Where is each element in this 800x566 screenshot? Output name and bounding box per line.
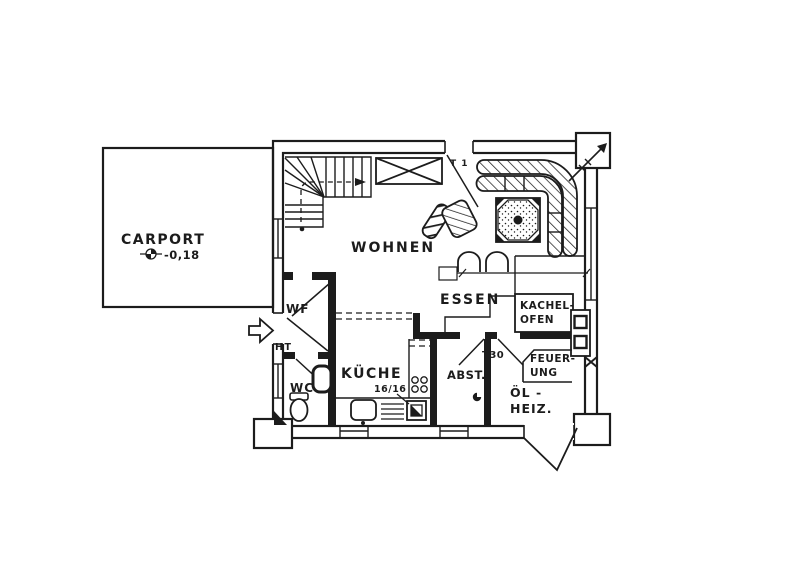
staircase: [284, 156, 372, 232]
wf-label: WF: [286, 302, 309, 316]
drainboard-lines: [381, 403, 404, 420]
oelheiz-label: ÖL - HEIZ.: [510, 385, 552, 416]
cellar-stair-outline: [523, 427, 578, 472]
kitchen-counter: [336, 339, 430, 399]
washbasin-icon: [311, 364, 333, 394]
exterior-walls: [252, 131, 612, 450]
closet-crossed-box: [375, 157, 443, 185]
entrance-arrow-icon: [248, 317, 275, 344]
door-opening-entrance: [271, 313, 285, 344]
room-labels: WOHNEN ESSEN KÜCHE WF HT WC: [275, 240, 500, 395]
flue-opening-icon: [573, 334, 588, 350]
dimension-line: [438, 266, 591, 281]
window-left-stair: [273, 218, 283, 259]
door-swing-abst: [458, 338, 485, 366]
door-swing-oelheiz: [497, 338, 524, 366]
corner-bench: [475, 159, 578, 258]
abst-label: ABST.: [447, 368, 486, 382]
door-opening-cellar: [524, 423, 574, 440]
wc-area: [274, 364, 333, 425]
threshold-mark: [274, 411, 287, 425]
bench-backrest: [476, 159, 578, 257]
kachelofen-block: KACHEL- OFEN: [514, 293, 598, 368]
bench-table: [495, 197, 541, 243]
window-bottom-abst: [439, 425, 469, 438]
window-left-wc: [273, 363, 283, 399]
window-right: [585, 207, 597, 301]
door-opening-t1: [445, 139, 473, 155]
lounge-chairs: [421, 199, 478, 240]
carport-label: CARPORT: [121, 232, 205, 248]
kachelofen-label-2: OFEN: [520, 314, 554, 326]
corner-pier-bottom-left: [252, 417, 294, 450]
wc-label: WC: [290, 381, 314, 395]
feuerung-label-1: FEUER-: [530, 353, 576, 365]
toilet-icon: [289, 392, 309, 422]
window-bottom-kitchen: [339, 425, 369, 438]
flue-16x16-icon: [406, 400, 427, 421]
carport-elevation: -0,18: [164, 248, 200, 262]
windows: [273, 207, 597, 438]
corner-pier-top-right: [574, 131, 612, 170]
kachelofen-label-1: KACHEL-: [520, 300, 574, 312]
bench-seat: [475, 175, 563, 258]
essen-step-line: [444, 255, 585, 332]
kueche-label: KÜCHE: [341, 364, 402, 382]
corner-arrow-icon: [568, 143, 607, 182]
door-swing-entrance: [286, 317, 329, 352]
corner-pier-bottom-right: [572, 412, 612, 447]
svg-text:ÖL -: ÖL -: [510, 385, 542, 400]
svg-text:HEIZ.: HEIZ.: [510, 401, 552, 416]
wall-x-marker: [584, 356, 598, 368]
kitchen-counter-dashed: [336, 312, 430, 347]
floor-drain-icon: [472, 392, 482, 402]
chimney: [570, 309, 591, 357]
kitchen-area: 16/16: [336, 312, 430, 425]
kitchen-sink-icon: [350, 399, 377, 425]
door-t1: T 1: [446, 154, 479, 208]
door-t1-label: T 1: [450, 159, 469, 169]
carport-outline: [101, 146, 275, 309]
wohnen-label: WOHNEN: [351, 240, 435, 256]
stair-direction-arrow: [300, 178, 366, 222]
door-t30-label: T30: [482, 350, 504, 361]
stove-burners-icon: [411, 376, 428, 393]
flue-opening-icon: [573, 314, 588, 330]
ht-label: HT: [275, 342, 292, 353]
abst-area: ABST.: [447, 368, 486, 402]
elevation-marker-icon: [140, 248, 162, 260]
stair-newel-post: [299, 226, 305, 232]
door-swing-wf: [291, 282, 331, 317]
feuerung-area: FEUER- UNG: [522, 349, 576, 383]
feuerung-label-2: UNG: [530, 367, 557, 379]
carport-area: CARPORT -0,18: [101, 146, 275, 309]
flue-size-label: 16/16: [374, 384, 406, 395]
essen-label: ESSEN: [440, 292, 500, 308]
flue-leader-line: [396, 393, 410, 405]
dining-chairs: [457, 251, 509, 272]
interior-walls: [283, 272, 585, 426]
